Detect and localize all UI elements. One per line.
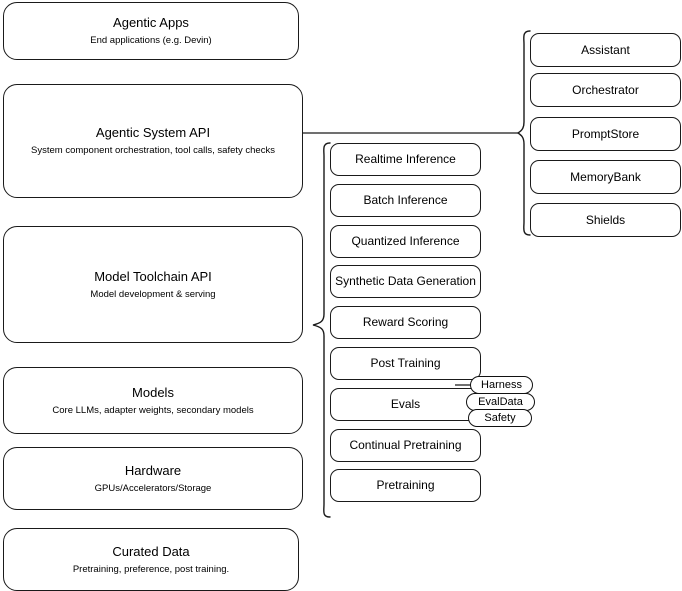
system-component-label: Assistant xyxy=(581,42,630,57)
layer-subtitle: System component orchestration, tool cal… xyxy=(31,145,275,156)
layer-agentic-apps[interactable]: Agentic Apps End applications (e.g. Devi… xyxy=(3,2,299,60)
layer-curated-data[interactable]: Curated Data Pretraining, preference, po… xyxy=(3,528,299,591)
capability-label: Realtime Inference xyxy=(355,152,456,166)
eval-subcomponent-label: Safety xyxy=(484,411,516,424)
capability-batch-inference[interactable]: Batch Inference xyxy=(330,184,481,217)
layer-agentic-system-api[interactable]: Agentic System API System component orch… xyxy=(3,84,303,198)
system-component-assistant[interactable]: Assistant xyxy=(530,33,681,67)
eval-subcomponent-label: Harness xyxy=(481,378,522,391)
capability-post-training[interactable]: Post Training xyxy=(330,347,481,380)
layer-title: Agentic System API xyxy=(95,125,211,140)
layer-title: Models xyxy=(132,384,174,400)
capability-label: Continual Pretraining xyxy=(349,438,462,452)
system-component-shields[interactable]: Shields xyxy=(530,203,681,237)
capability-evals[interactable]: Evals xyxy=(330,388,481,421)
layer-title: Agentic Apps xyxy=(113,15,189,30)
capability-realtime-inference[interactable]: Realtime Inference xyxy=(330,143,481,176)
system-component-label: PromptStore xyxy=(571,126,640,141)
layer-title: Model Toolchain API xyxy=(94,268,212,284)
system-component-promptstore[interactable]: PromptStore xyxy=(530,117,681,151)
capability-synthetic-data-generation[interactable]: Synthetic Data Generation xyxy=(330,265,481,298)
layer-title: Curated Data xyxy=(112,543,190,559)
system-component-label: Shields xyxy=(585,212,626,227)
capability-label: Pretraining xyxy=(376,478,435,492)
capability-continual-pretraining[interactable]: Continual Pretraining xyxy=(330,429,481,462)
layer-model-toolchain-api[interactable]: Model Toolchain API Model development & … xyxy=(3,226,303,343)
layer-hardware[interactable]: Hardware GPUs/Accelerators/Storage xyxy=(3,447,303,510)
capability-quantized-inference[interactable]: Quantized Inference xyxy=(330,225,481,258)
capability-label: Reward Scoring xyxy=(362,315,449,329)
layer-subtitle: End applications (e.g. Devin) xyxy=(90,35,212,46)
layer-subtitle: Model development & serving xyxy=(90,288,216,300)
capability-label: Batch Inference xyxy=(363,193,448,207)
layer-models[interactable]: Models Core LLMs, adapter weights, secon… xyxy=(3,367,303,434)
system-component-label: MemoryBank xyxy=(570,169,641,184)
layer-title: Hardware xyxy=(124,462,182,478)
capability-label: Synthetic Data Generation xyxy=(335,274,476,288)
capability-label: Quantized Inference xyxy=(351,234,460,248)
capability-label: Evals xyxy=(390,397,421,411)
eval-subcomponent-label: EvalData xyxy=(478,395,523,408)
capability-label: Post Training xyxy=(370,356,441,370)
system-component-label: Orchestrator xyxy=(572,82,639,97)
capability-reward-scoring[interactable]: Reward Scoring xyxy=(330,306,481,339)
layer-subtitle: Pretraining, preference, post training. xyxy=(72,563,230,575)
capability-pretraining[interactable]: Pretraining xyxy=(330,469,481,502)
eval-subcomponent-safety[interactable]: Safety xyxy=(468,409,532,427)
system-component-orchestrator[interactable]: Orchestrator xyxy=(530,73,681,107)
layer-subtitle: GPUs/Accelerators/Storage xyxy=(94,482,212,494)
eval-subcomponent-harness[interactable]: Harness xyxy=(470,376,533,394)
system-component-memorybank[interactable]: MemoryBank xyxy=(530,160,681,194)
layer-subtitle: Core LLMs, adapter weights, secondary mo… xyxy=(52,404,254,416)
